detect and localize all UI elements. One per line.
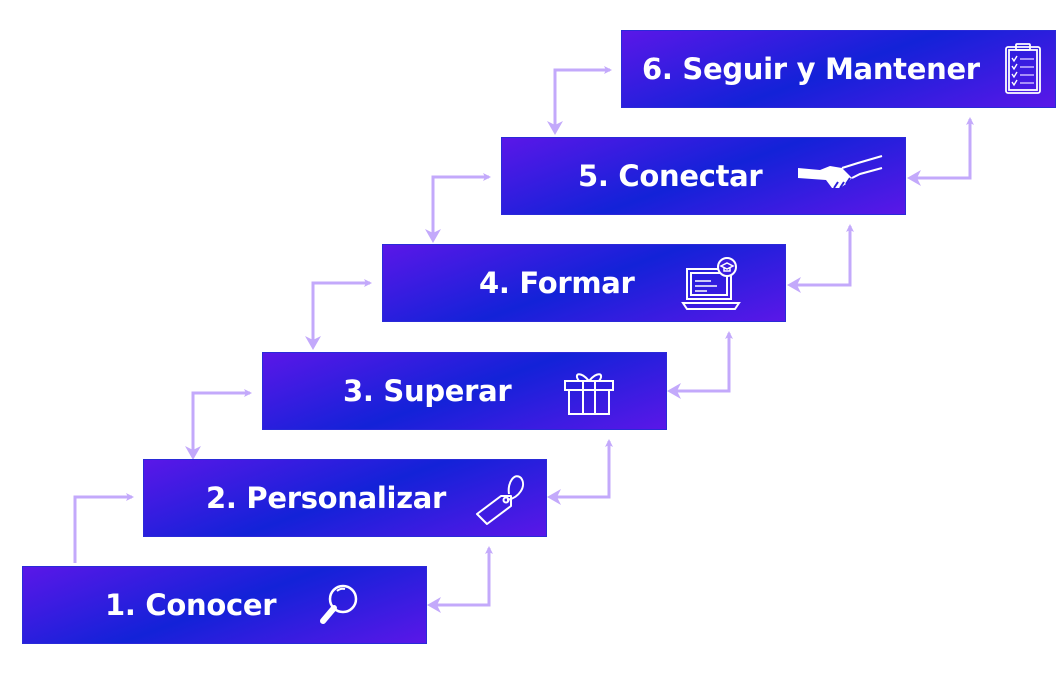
step-label: 6. Seguir y Mantener bbox=[642, 52, 980, 86]
step-4-formar: 4. Formar bbox=[382, 244, 786, 322]
arrow-3-4-right bbox=[676, 331, 733, 393]
step-label: 5. Conectar bbox=[578, 159, 763, 193]
arrow-2-3-right bbox=[556, 439, 613, 499]
laptop-graduation-icon bbox=[681, 255, 741, 311]
step-3-superar: 3. Superar bbox=[262, 352, 667, 430]
step-2-personalizar: 2. Personalizar bbox=[143, 459, 547, 537]
step-5-conectar: 5. Conectar bbox=[501, 137, 906, 215]
handshake-icon bbox=[796, 148, 886, 204]
step-label: 3. Superar bbox=[343, 374, 512, 408]
step-6-seguir-y-mantener: 6. Seguir y Mantener bbox=[621, 30, 1056, 108]
step-label: 2. Personalizar bbox=[206, 481, 447, 515]
gift-icon bbox=[561, 363, 617, 419]
arrow-1-to-2 bbox=[73, 493, 134, 563]
arrow-5-6-left bbox=[553, 66, 612, 126]
step-1-conocer: 1. Conocer bbox=[22, 566, 427, 644]
clipboard-checklist-icon bbox=[1002, 41, 1044, 97]
arrow-5-6-right bbox=[916, 117, 974, 180]
arrow-2-3-left bbox=[191, 389, 252, 450]
step-label: 4. Formar bbox=[479, 266, 635, 300]
arrow-1-2-right bbox=[436, 546, 493, 607]
magnifier-icon bbox=[311, 577, 367, 633]
arrow-4-5-right bbox=[796, 224, 854, 287]
tag-icon bbox=[469, 470, 525, 526]
arrow-3-4-left bbox=[311, 279, 372, 341]
arrow-4-5-left bbox=[431, 173, 491, 234]
step-label: 1. Conocer bbox=[105, 588, 277, 622]
